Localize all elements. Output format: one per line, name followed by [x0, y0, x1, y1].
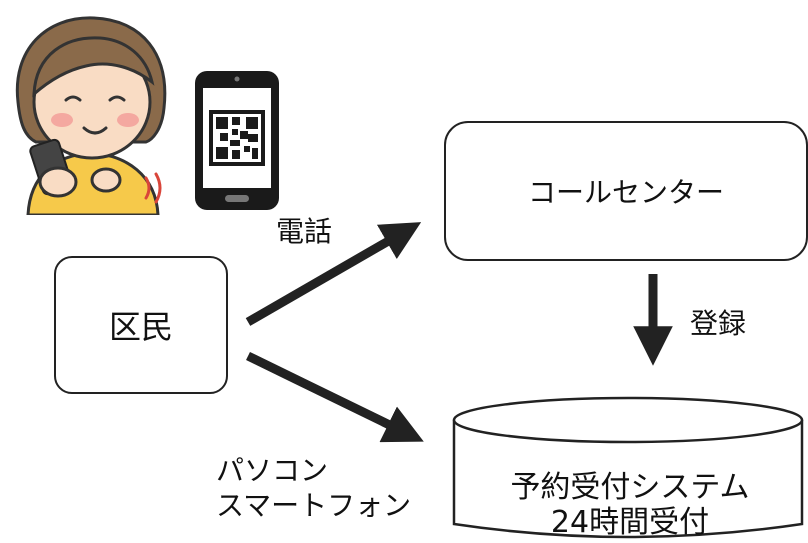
- smartphone-qr-code-icon: [195, 71, 279, 210]
- pc-edge-label: パソコン スマートフォン: [216, 453, 411, 523]
- system-label: 予約受付システム 24時間受付: [460, 470, 800, 541]
- arrow-resident-to-system: [246, 351, 424, 443]
- register-edge-label: 登録: [690, 307, 747, 340]
- pc-edge-label-line2: スマートフォン: [216, 489, 412, 522]
- system-label-line2: 24時間受付: [550, 505, 710, 541]
- system-database-node: [452, 396, 804, 539]
- resident-label: 区民: [108, 308, 173, 346]
- phone-edge-label: 電話: [276, 215, 333, 248]
- woman-with-smartphone-icon: [15, 16, 167, 215]
- system-label-line1: 予約受付システム: [510, 470, 750, 505]
- resident-node: 区民: [54, 256, 228, 394]
- call-center-node: コールセンター: [444, 121, 808, 261]
- pc-edge-label-line1: パソコン: [216, 454, 329, 487]
- call-center-label: コールセンター: [527, 176, 724, 209]
